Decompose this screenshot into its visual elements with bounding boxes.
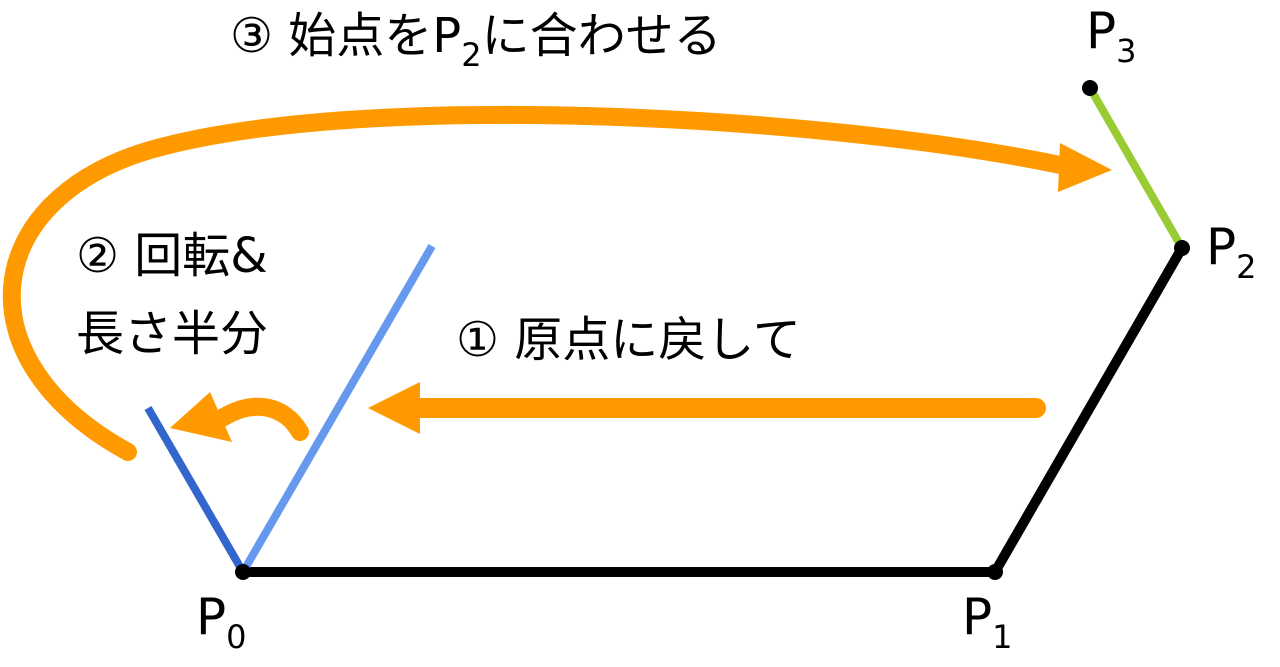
label-p2-base: P <box>1206 218 1237 276</box>
label-p0: P0 <box>196 592 247 653</box>
step1-arrowhead <box>368 382 420 434</box>
label-p1-sub: 1 <box>992 618 1013 656</box>
label-p1: P1 <box>962 592 1013 653</box>
label-p0-sub: 0 <box>226 618 247 656</box>
point-p1-marker <box>987 564 1003 580</box>
label-p2: P2 <box>1206 222 1257 283</box>
label-p0-base: P <box>196 588 227 646</box>
step3-arrowhead <box>1058 143 1112 192</box>
label-p3-base: P <box>1086 2 1117 60</box>
step1-label: ① 原点に戻して <box>456 312 801 368</box>
segment-p1-p2 <box>990 243 1187 577</box>
result-vector <box>1086 86 1186 250</box>
step3-label-p: P <box>432 8 462 64</box>
step3-label-post: に合わせる <box>481 8 722 64</box>
rotated-halved-vector <box>144 405 247 575</box>
original-vector-at-origin <box>239 243 436 575</box>
label-p2-sub: 2 <box>1236 248 1257 286</box>
step3-label: ③ 始点をP2に合わせる <box>230 12 722 71</box>
label-p3: P3 <box>1086 6 1137 67</box>
step2-arrowhead <box>170 392 232 442</box>
step2-label-line1: ② 回転& <box>76 228 268 284</box>
point-p3-marker <box>1082 80 1098 96</box>
point-p2-marker <box>1174 240 1190 256</box>
step3-label-pre: ③ 始点を <box>230 8 433 64</box>
step2-arrow <box>213 397 309 441</box>
point-p0-marker <box>235 564 251 580</box>
step2-label-line2: 長さ半分 <box>76 306 269 362</box>
label-p1-base: P <box>962 588 993 646</box>
label-p3-sub: 3 <box>1116 32 1137 70</box>
step3-arrow <box>2 105 1069 461</box>
step3-label-sub: 2 <box>461 36 482 74</box>
